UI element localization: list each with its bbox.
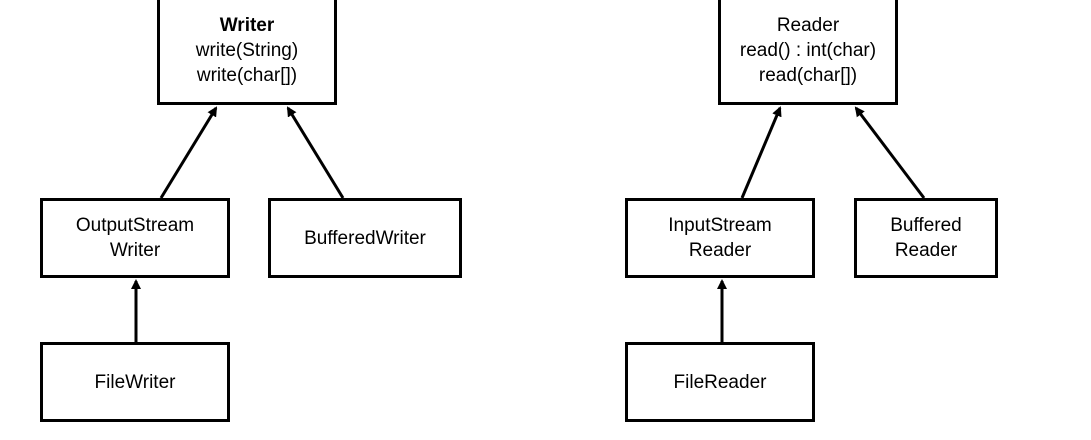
outputstreamwriter-label-line-1: OutputStream (75, 215, 195, 236)
outputstreamwriter-label-line-2: Writer (109, 240, 161, 261)
arrow-outputstreamwriter-to-writer (159, 106, 218, 199)
writer-class-box: Writer write(String) write(char[]) (157, 0, 337, 105)
inputstreamreader-class-box: InputStream Reader (625, 198, 815, 278)
reader-method-read-char-array: read(char[]) (758, 65, 858, 86)
arrow-bufferedreader-to-reader (854, 106, 926, 199)
reader-class-title: Reader (776, 15, 840, 36)
arrow-inputstreamreader-to-reader (740, 106, 782, 199)
bufferedwriter-label: BufferedWriter (304, 227, 426, 249)
bufferedreader-class-box: Buffered Reader (854, 198, 998, 278)
writer-method-write-string: write(String) (195, 40, 299, 61)
filewriter-label: FileWriter (94, 371, 176, 393)
writer-class-title: Writer (219, 15, 275, 36)
bufferedreader-label-line-1: Buffered (890, 215, 962, 236)
filereader-class-box: FileReader (625, 342, 815, 422)
filewriter-class-box: FileWriter (40, 342, 230, 422)
bufferedwriter-class-box: BufferedWriter (268, 198, 462, 278)
arrow-bufferedwriter-to-writer (286, 106, 345, 199)
reader-class-box: Reader read() : int(char) read(char[]) (718, 0, 898, 105)
inputstreamreader-label-line-2: Reader (688, 240, 752, 261)
outputstreamwriter-class-box: OutputStream Writer (40, 198, 230, 278)
filereader-label: FileReader (673, 371, 767, 393)
writer-method-write-char-array: write(char[]) (196, 65, 298, 86)
reader-method-read-int: read() : int(char) (739, 40, 877, 61)
bufferedreader-label-line-2: Reader (894, 240, 958, 261)
inputstreamreader-label-line-1: InputStream (668, 215, 772, 236)
